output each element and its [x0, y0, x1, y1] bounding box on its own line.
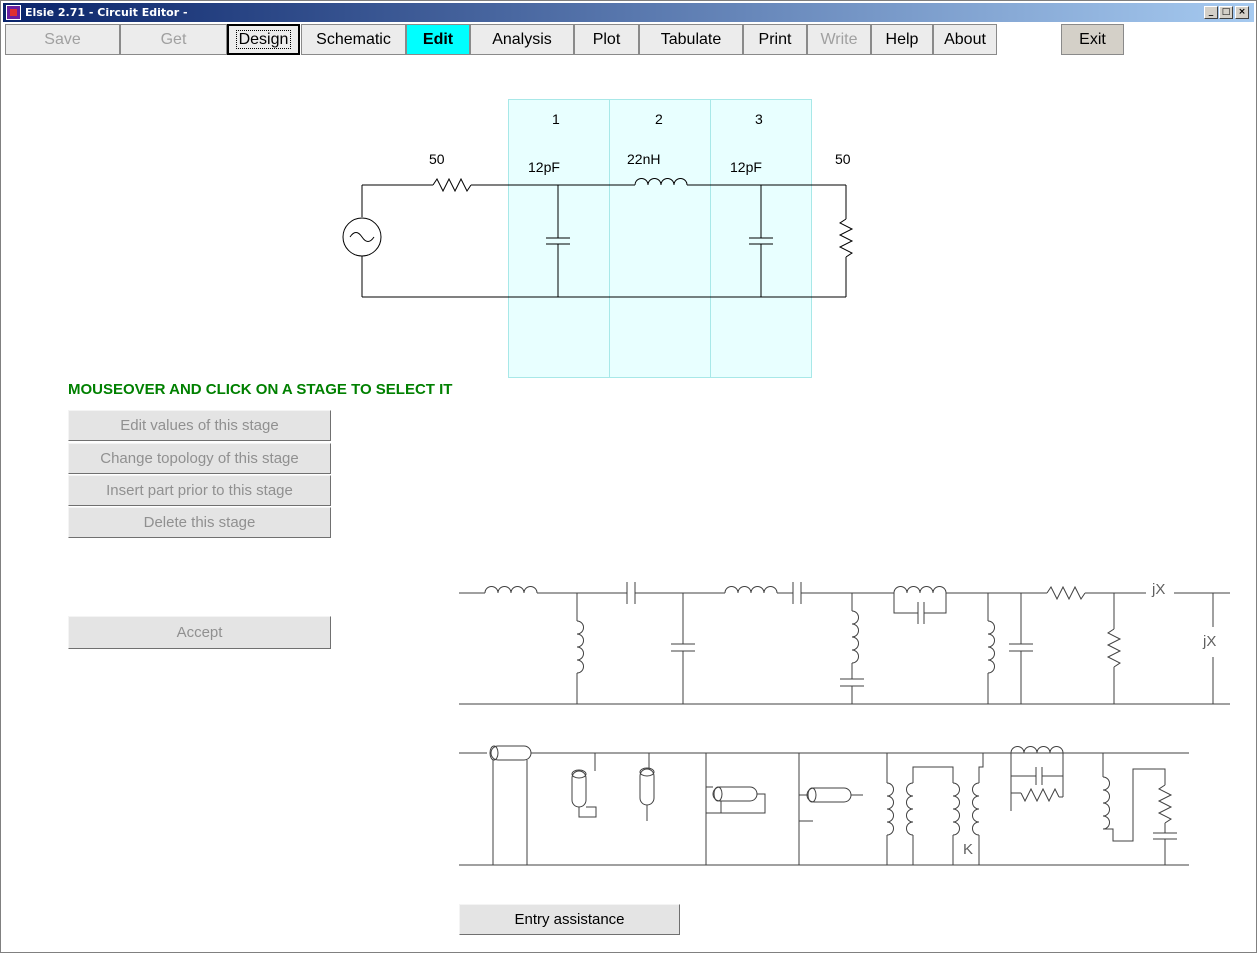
stage-1-number: 1: [552, 111, 560, 127]
about-button[interactable]: About: [933, 24, 997, 55]
load-resistance-label: 50: [835, 151, 851, 167]
delete-stage-button[interactable]: Delete this stage: [68, 507, 331, 538]
write-button[interactable]: Write: [807, 24, 871, 55]
design-button[interactable]: Design: [227, 24, 300, 55]
maximize-icon[interactable]: □: [1219, 6, 1233, 19]
exit-button[interactable]: Exit: [1061, 24, 1124, 55]
window-title: Elsie 2.71 - Circuit Editor -: [25, 6, 188, 19]
stage-2-value: 22nH: [627, 151, 661, 167]
help-button[interactable]: Help: [871, 24, 933, 55]
minimize-icon[interactable]: _: [1204, 6, 1218, 19]
edit-button[interactable]: Edit: [406, 24, 470, 55]
close-icon[interactable]: ×: [1235, 6, 1249, 19]
stage-3-column[interactable]: [710, 99, 812, 378]
stage-2-column[interactable]: [609, 99, 711, 378]
instruction-text: MOUSEOVER AND CLICK ON A STAGE TO SELECT…: [68, 381, 453, 398]
stage-1-column[interactable]: [508, 99, 610, 378]
accept-button[interactable]: Accept: [68, 616, 331, 649]
stage-3-value: 12pF: [730, 159, 762, 175]
series-reactance-label: jX: [1152, 581, 1166, 598]
change-topology-button[interactable]: Change topology of this stage: [68, 443, 331, 474]
schematic-button[interactable]: Schematic: [301, 24, 406, 55]
edit-values-button[interactable]: Edit values of this stage: [68, 410, 331, 441]
app-icon[interactable]: [6, 5, 21, 20]
stage-2-number: 2: [655, 111, 663, 127]
analysis-button[interactable]: Analysis: [470, 24, 574, 55]
insert-part-button[interactable]: Insert part prior to this stage: [68, 475, 331, 506]
stage-3-number: 3: [755, 111, 763, 127]
tabulate-button[interactable]: Tabulate: [639, 24, 743, 55]
title-bar: Elsie 2.71 - Circuit Editor - _ □ ×: [3, 3, 1254, 22]
shunt-reactance-label: jX: [1203, 633, 1217, 650]
print-button[interactable]: Print: [743, 24, 807, 55]
get-button[interactable]: Get: [120, 24, 227, 55]
stage-1-value: 12pF: [528, 159, 560, 175]
coupling-k-label: K: [963, 841, 974, 858]
save-button[interactable]: Save: [5, 24, 120, 55]
entry-assistance-button[interactable]: Entry assistance: [459, 904, 680, 935]
plot-button[interactable]: Plot: [574, 24, 639, 55]
source-resistance-label: 50: [429, 151, 445, 167]
